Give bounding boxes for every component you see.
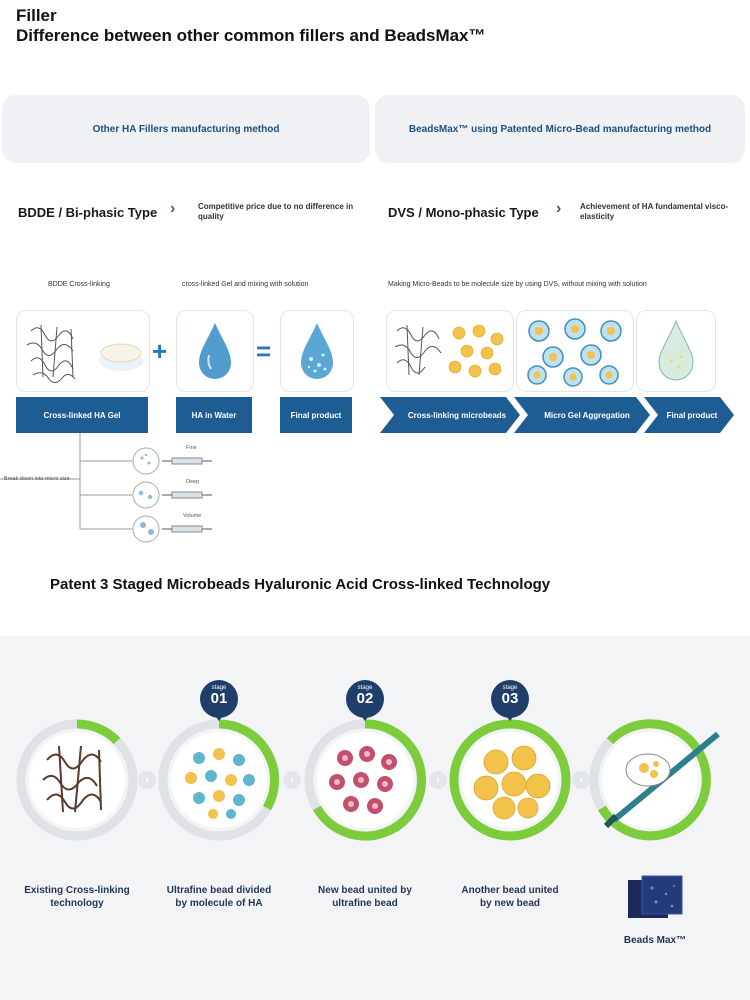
stage-label-01: Ultrafine bead divided by molecule of HA — [166, 885, 272, 909]
left-caption-b: cross-linked Gel and mixing with solutio… — [182, 281, 309, 288]
stage-number: 03 — [501, 690, 519, 707]
stage-badge-03: stage 03 — [491, 680, 529, 718]
left-caption-a: BDDE Cross-linking — [48, 281, 110, 288]
stage-label-03: Another bead united by new bead — [461, 885, 559, 909]
left-type-desc: Competitive price due to no difference i… — [198, 202, 354, 221]
left-panel-heading-text: Other HA Fillers manufacturing method — [92, 123, 280, 135]
product-label: Beads Max™ — [623, 935, 687, 946]
final-drop-image — [280, 310, 354, 392]
stage-circles — [16, 719, 720, 841]
stage-badge-tail — [504, 713, 516, 721]
microbeads-icon — [394, 324, 504, 378]
arrow-right-icon: › — [572, 771, 590, 789]
right-panel-heading: BeadsMax™ using Patented Micro-Bead manu… — [375, 95, 745, 163]
left-type-title: BDDE / Bi-phasic Type — [18, 205, 158, 220]
stage-number: 01 — [210, 690, 228, 707]
right-type-desc: Achievement of HA fundamental visco-elas… — [580, 202, 729, 221]
arrow-right-icon: › — [429, 771, 447, 789]
right-caption: Making Micro-Beads to be molecule size b… — [388, 281, 647, 288]
stage-badge-tail — [359, 713, 371, 721]
stage-badge-01: stage 01 — [200, 680, 238, 718]
plus-sign: + — [152, 336, 168, 366]
arrow-right-icon: › — [283, 771, 301, 789]
stage-badge-02: stage 02 — [346, 680, 384, 718]
right-bar-3-label: Final product — [666, 410, 718, 420]
stage-word: stage — [357, 685, 373, 691]
arrow-right-icon: › — [138, 771, 156, 789]
left-bar-3-label: Final product — [290, 410, 342, 420]
left-panel-heading: Other HA Fillers manufacturing method — [2, 95, 370, 163]
chevron-right-icon: › — [556, 200, 562, 217]
water-drop-image — [176, 310, 254, 392]
stage-number: 02 — [356, 690, 374, 707]
crosslink-network-icon — [26, 324, 143, 383]
breakdown-label: Break down into micro size — [4, 476, 70, 482]
right-bar-1: Cross-linking microbeads — [396, 397, 518, 433]
right-process-arrows — [380, 397, 734, 433]
equals-sign: = — [256, 336, 272, 366]
left-bar-1-label: Cross-linked HA Gel — [43, 410, 121, 420]
left-bar-1: Cross-linked HA Gel — [16, 397, 148, 433]
gel-aggregation-image — [516, 310, 634, 392]
stage-badge-tail — [213, 713, 225, 721]
breakdown-tree — [0, 433, 212, 543]
stage-word: stage — [502, 685, 518, 691]
bubble-drop-icon — [301, 323, 333, 379]
page-title-line2: Difference between other common fillers … — [16, 26, 486, 45]
stage-label-existing: Existing Cross-linking technology — [24, 885, 130, 909]
right-type-title: DVS / Mono-phasic Type — [388, 205, 539, 220]
left-bar-2-label: HA in Water — [191, 410, 237, 420]
patent-title: Patent 3 Staged Microbeads Hyaluronic Ac… — [50, 576, 551, 593]
microbeads-image — [386, 310, 514, 392]
left-bar-3: Final product — [280, 397, 352, 433]
stage-word: stage — [211, 685, 227, 691]
page-title-line1: Filler — [16, 6, 57, 25]
gel-aggregation-icon — [527, 318, 622, 387]
right-panel-heading-text: BeadsMax™ using Patented Micro-Bead manu… — [408, 123, 712, 135]
product-box-image — [628, 875, 683, 918]
left-bar-2: HA in Water — [176, 397, 252, 433]
water-drop-icon — [199, 323, 231, 379]
clear-drop-icon — [658, 319, 694, 381]
syringe-label-volume: Volume — [183, 513, 202, 519]
syringe-label-fine: Fine — [186, 445, 197, 451]
chevron-right-icon: › — [170, 200, 176, 217]
right-bar-2-label: Micro Gel Aggregation — [544, 410, 630, 420]
right-bar-3: Final product — [656, 397, 728, 433]
right-bar-2: Micro Gel Aggregation — [528, 397, 646, 433]
syringe-label-deep: Deep — [186, 479, 200, 485]
stage-label-02: New bead united by ultrafine bead — [318, 885, 412, 909]
right-bar-1-label: Cross-linking microbeads — [407, 410, 507, 420]
bdde-crosslinking-image — [16, 310, 150, 392]
clear-drop-image — [636, 310, 716, 392]
